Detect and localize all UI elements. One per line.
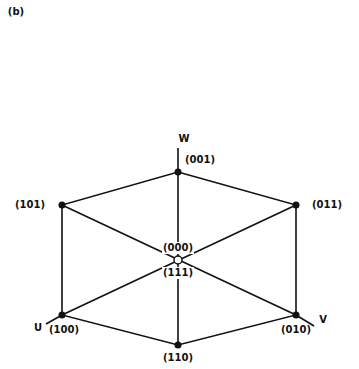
vector-label: (101) — [14, 199, 46, 211]
axis-name: U — [33, 322, 43, 334]
vector-label: (010) — [280, 324, 312, 336]
vector-label: (001) — [184, 154, 216, 166]
axis-name: W — [177, 133, 190, 145]
vector-label: (110) — [162, 352, 194, 364]
panel-letter: (b) — [7, 6, 25, 18]
vector-label: (000) — [162, 242, 194, 254]
vector-label: (011) — [311, 199, 343, 211]
vector-label: (111) — [162, 267, 194, 279]
vector-label: (100) — [48, 324, 80, 336]
axis-name: V — [318, 314, 328, 326]
